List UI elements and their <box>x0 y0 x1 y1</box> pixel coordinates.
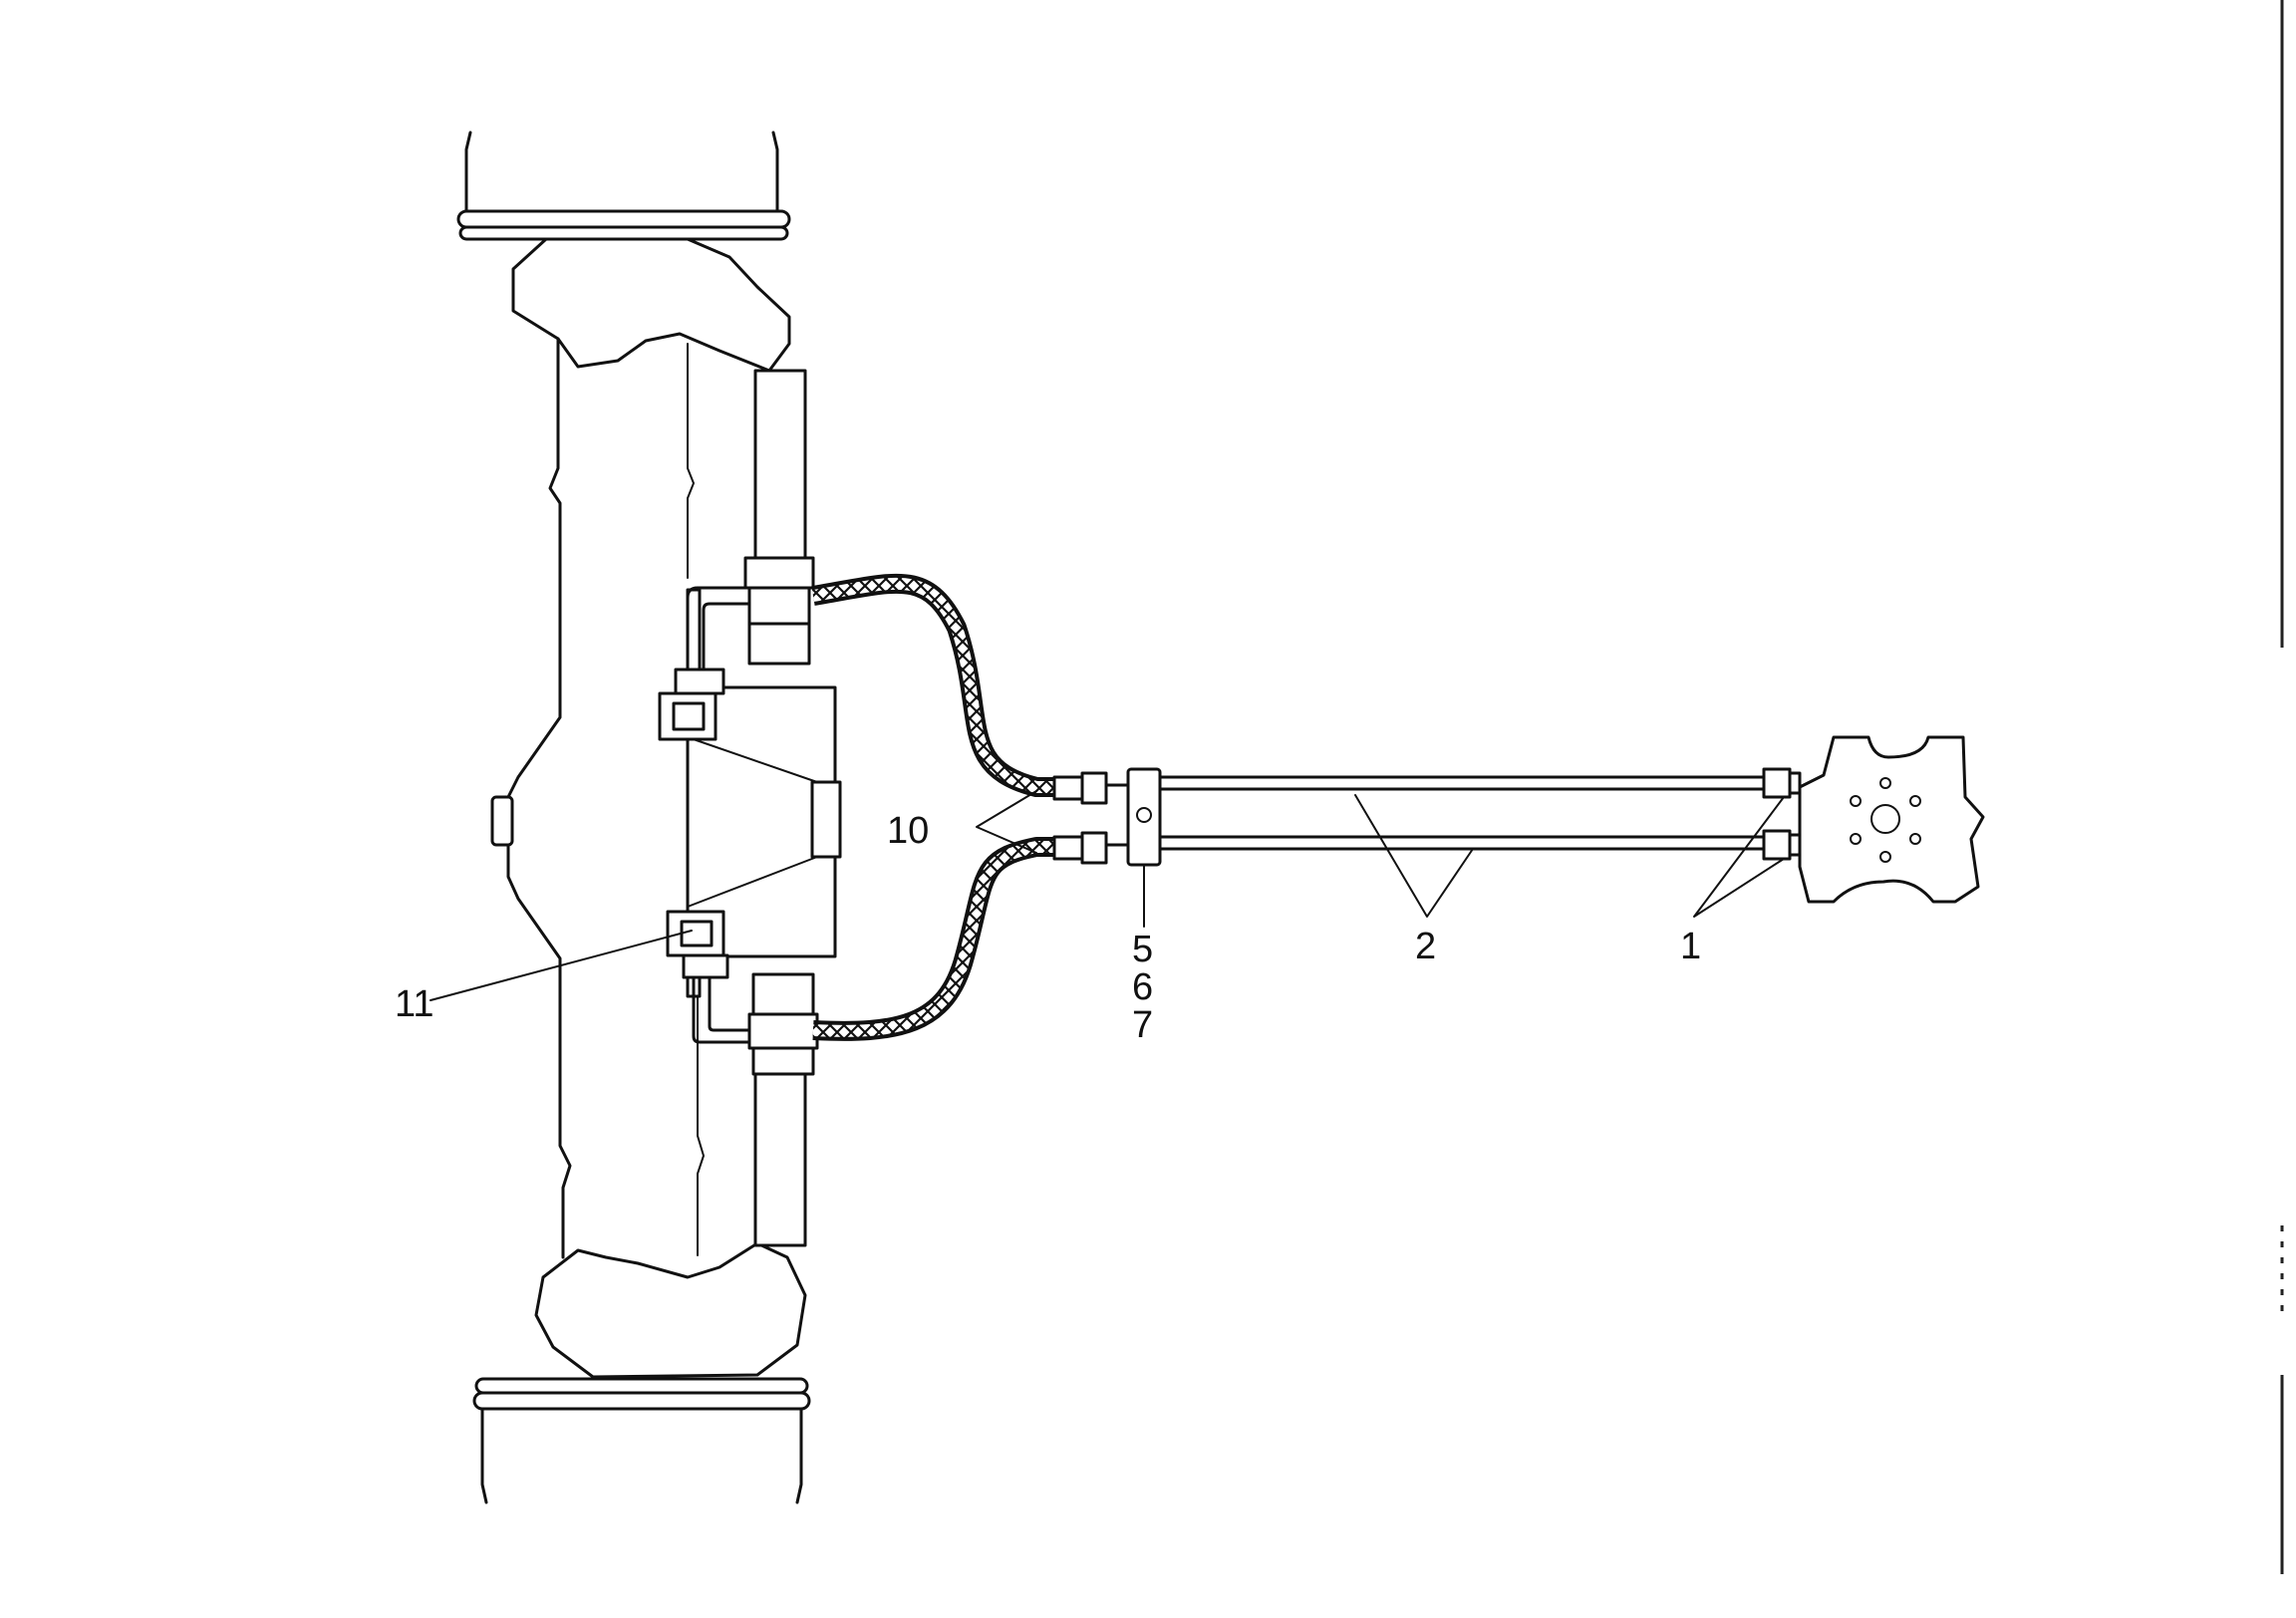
rigid-brake-pipes <box>1158 775 1766 851</box>
pipe-end-fittings <box>1762 767 1802 861</box>
upper-block-fitting <box>674 668 725 695</box>
lower-wheel <box>472 1377 811 1504</box>
callout-6: 6 <box>1132 966 1153 1008</box>
housing-stub <box>490 795 514 847</box>
callout-labels: 10 5 6 7 2 1 11 <box>395 810 1701 1046</box>
callout-1: 1 <box>1680 926 1701 967</box>
lower-caliper <box>747 972 819 1076</box>
callout-11: 11 <box>395 983 433 1025</box>
hose-fittings <box>1052 771 1130 865</box>
callout-2: 2 <box>1415 926 1436 967</box>
lower-hub <box>534 1241 807 1379</box>
upper-caliper <box>743 556 815 666</box>
upper-hub <box>511 237 791 373</box>
callout-5: 5 <box>1132 929 1153 970</box>
block-to-caliper-pipes <box>686 586 751 1044</box>
callout-7: 7 <box>1132 1004 1153 1046</box>
upper-brake-hose <box>811 573 1056 797</box>
upper-wheel <box>456 131 791 241</box>
callout-10: 10 <box>887 810 929 852</box>
leader-lines <box>430 790 1785 1001</box>
axle-housing <box>456 131 811 1504</box>
valve-block <box>658 588 842 998</box>
upper-axle-tube <box>753 369 807 567</box>
master-cylinder-flange <box>1798 735 1985 904</box>
lower-brake-hose <box>812 837 1056 1041</box>
pipe-clamp <box>1126 767 1162 867</box>
